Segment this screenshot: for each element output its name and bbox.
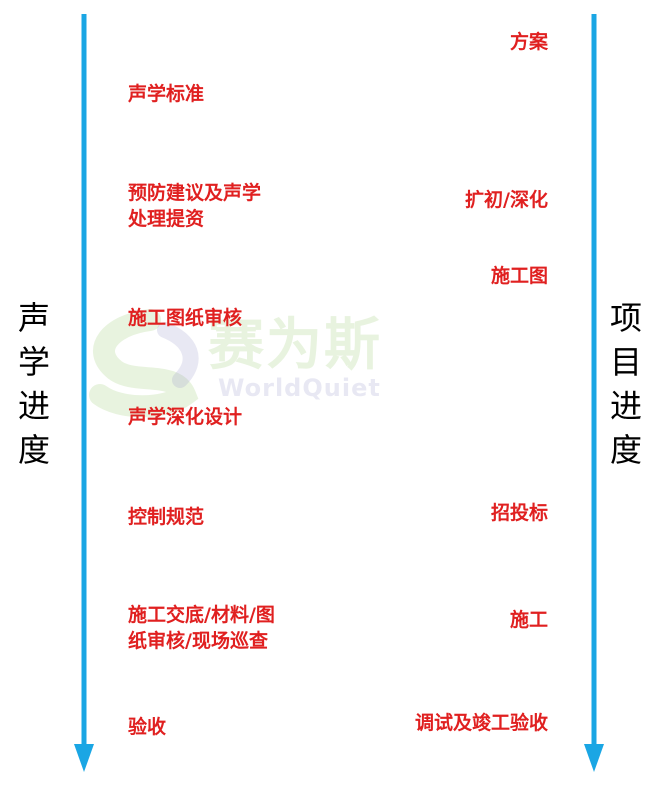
project-item-construction: 施工 (509, 609, 548, 631)
watermark-cn: 赛为斯 (208, 313, 382, 378)
right-arrow (584, 14, 604, 772)
project-item-bidding: 招投标 (490, 502, 548, 524)
project-item-plan: 方案 (509, 31, 548, 53)
watermark: 赛为斯 WorldQuiet (80, 300, 440, 420)
acoustic-item-construction-review: 施工交底/材料/图 纸审核/现场巡查 (128, 604, 275, 652)
acoustic-item-drawing-review: 施工图纸审核 (128, 307, 243, 329)
project-item-preliminary: 扩初/深化 (465, 189, 548, 211)
left-axis-label: 声 学 进 度 (17, 299, 50, 469)
acoustic-item-control-spec: 控制规范 (128, 506, 205, 528)
acoustic-item-standard: 声学标准 (128, 83, 205, 105)
right-axis-label: 项 目 进 度 (609, 299, 642, 469)
acoustic-item-acceptance: 验收 (128, 716, 167, 738)
project-item-construction-drawing: 施工图 (490, 265, 548, 287)
left-arrow (74, 14, 94, 772)
acoustic-item-prevention: 预防建议及声学 处理提资 (128, 182, 262, 230)
watermark-en: WorldQuiet (218, 374, 381, 402)
project-item-commissioning: 调试及竣工验收 (414, 712, 548, 734)
acoustic-item-deepen-design: 声学深化设计 (128, 406, 243, 428)
watermark-logo-icon (89, 309, 199, 418)
